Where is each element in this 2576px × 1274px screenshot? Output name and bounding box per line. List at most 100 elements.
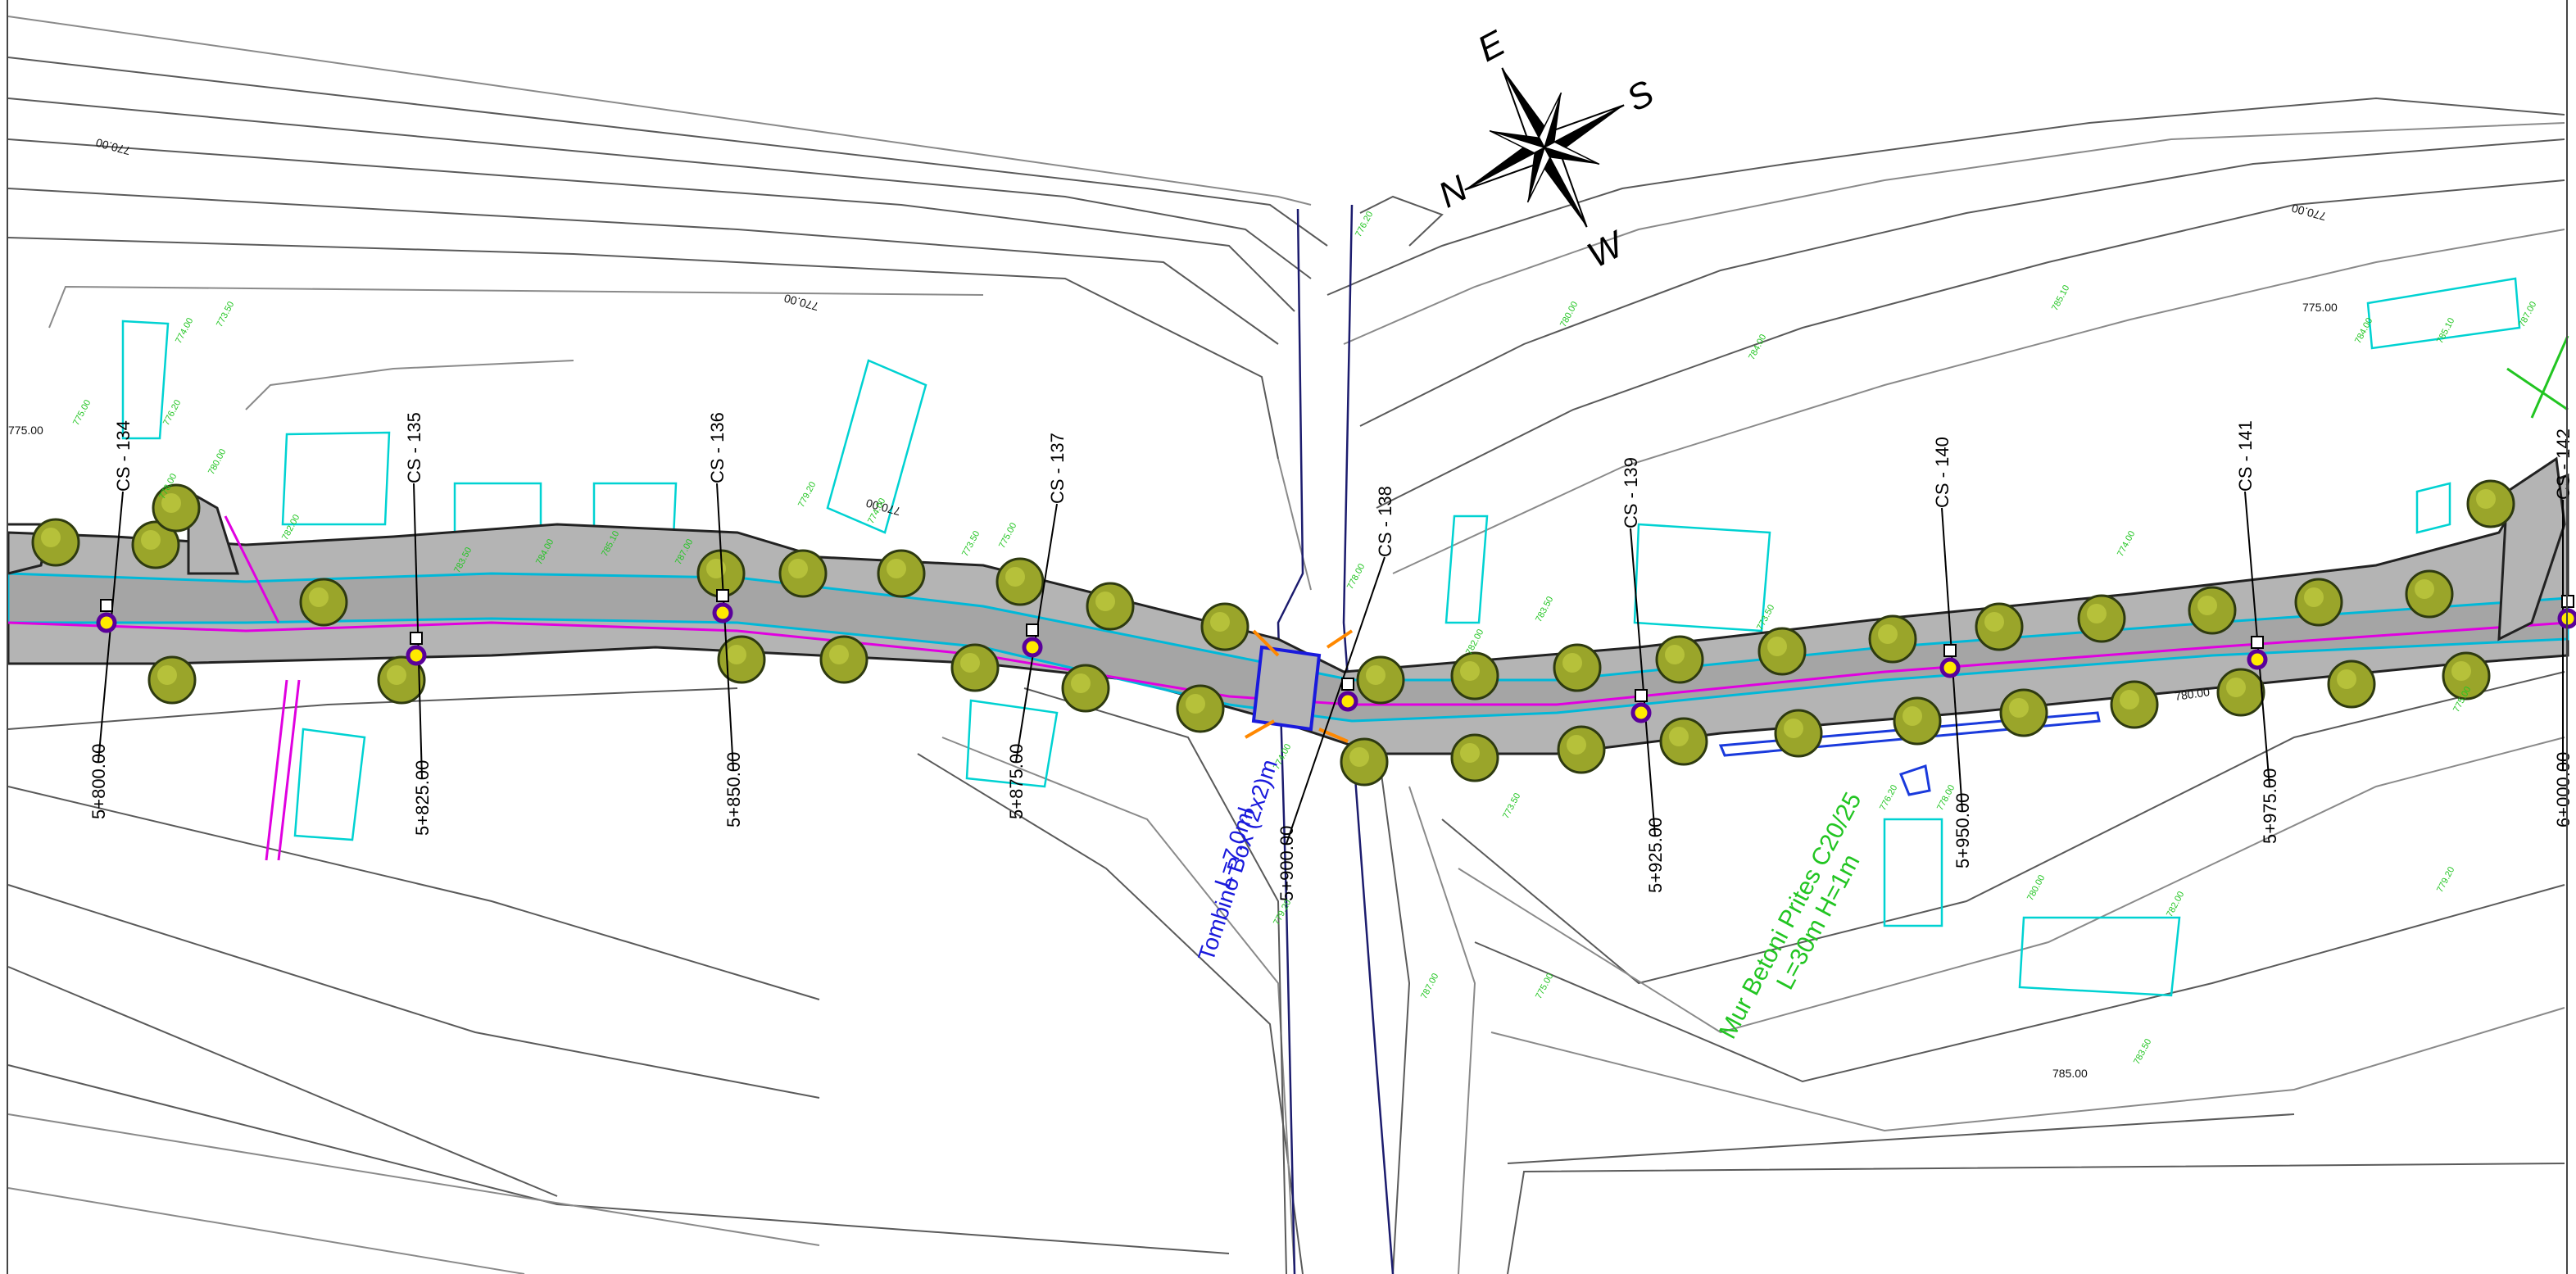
contours-south (7, 671, 2565, 1274)
spot-level-label: 782.00 (1464, 628, 1485, 656)
tree-symbol (1553, 643, 1602, 692)
cross-section-cs134[interactable]: CS - 134 5+800.00 (88, 420, 134, 819)
tree-symbol (299, 578, 348, 627)
cross-section-cs136[interactable]: CS - 136 5+850.00 (707, 412, 744, 827)
spot-level-label: 776.20 (161, 398, 183, 427)
spot-level-label: 787.00 (2517, 300, 2538, 329)
station-marker (406, 645, 427, 666)
tree-symbol (2466, 479, 2515, 528)
tree-symbol (2188, 586, 2237, 635)
station-label: 5+875.00 (1006, 744, 1027, 819)
spot-level-label: 778.00 (1345, 562, 1367, 591)
road (7, 335, 2569, 861)
culvert-box[interactable] (1245, 629, 1354, 743)
contour-label-2: 770.00 (782, 292, 820, 314)
tree-symbol (2077, 594, 2126, 643)
cross-section-label: CS - 138 (1375, 486, 1395, 557)
station-label: 5+950.00 (1952, 793, 1973, 868)
spot-level-label: 779.20 (1272, 898, 1293, 927)
compass-north: N (1432, 168, 1474, 215)
tree-symbol (2294, 578, 2343, 627)
contour-label-7: 785.00 (2052, 1067, 2088, 1080)
spot-level-label: 780.00 (206, 447, 228, 476)
station-label: 5+800.00 (88, 744, 109, 819)
compass-south: S (1620, 73, 1660, 120)
tree-symbol (1340, 737, 1389, 787)
stream-lines (1277, 204, 1395, 1274)
tree-symbol (1757, 627, 1807, 676)
cross-section-cs138[interactable]: CS - 138 5+900.00 (1277, 486, 1395, 901)
station-marker (1630, 702, 1652, 723)
spot-level-label: 774.00 (174, 316, 195, 345)
contour-label-5: 775.00 (8, 424, 43, 437)
contour-label-4: 770.00 (2290, 202, 2328, 224)
tree-symbol (1774, 709, 1823, 758)
spot-level-label: 773.50 (1501, 791, 1522, 820)
tree-symbol (1356, 655, 1405, 705)
contours-north (7, 16, 2565, 591)
spot-level-label: 787.00 (1419, 972, 1440, 1000)
tree-symbol (31, 518, 80, 567)
cross-section-label: CS - 135 (404, 412, 424, 483)
compass-east: E (1472, 23, 1512, 70)
cross-section-cs141[interactable]: CS - 141 5+975.00 (2235, 420, 2280, 844)
cross-section-label: CS - 136 (707, 412, 728, 483)
tree-symbol (1659, 717, 1708, 766)
tree-symbol (1450, 733, 1499, 782)
station-label: 5+975.00 (2260, 768, 2280, 844)
tree-symbol (377, 655, 426, 705)
station-marker (1337, 691, 1358, 712)
tree-symbol (1557, 725, 1606, 774)
spot-level-label: 782.00 (2165, 890, 2186, 918)
station-marker (2557, 608, 2576, 629)
spot-level-label: 773.50 (960, 529, 982, 558)
station-marker (712, 602, 733, 623)
tree-symbol (1655, 635, 1704, 684)
cross-section-label: CS - 141 (2235, 420, 2256, 492)
spot-level-label: 775.00 (997, 521, 1018, 550)
contour-labels: 770.00 770.00 770.00 770.00 775.00 775.0… (8, 136, 2338, 1080)
tree-symbol (1975, 602, 2024, 651)
spot-level-label: 776.20 (1354, 210, 1375, 238)
spot-level-label: 775.00 (1534, 972, 1555, 1000)
spot-level-label: 779.20 (2435, 865, 2456, 894)
spot-level-label: 785.10 (2435, 316, 2456, 345)
tree-symbol (152, 483, 201, 533)
spot-level-label: 785.10 (2050, 283, 2071, 312)
road-centerline (7, 621, 2569, 706)
tree-symbol (778, 549, 828, 598)
tree-symbol (950, 643, 1000, 692)
spot-level-label: 780.00 (2025, 873, 2047, 902)
tree-symbol (995, 557, 1045, 606)
tree-symbol (2216, 668, 2265, 717)
spot-level-label: 779.20 (796, 480, 818, 509)
contour-label-8: 780.00 (2174, 685, 2211, 703)
station-label: 5+900.00 (1277, 826, 1297, 901)
wall-annotation: Mur Betoni Prites C20/25 L=30m H=1m (1714, 788, 1866, 1043)
station-marker (1022, 637, 1043, 658)
tree-symbol (2442, 651, 2491, 700)
tree-symbol (1061, 664, 1110, 713)
retaining-wall[interactable] (1718, 711, 2101, 796)
tree-symbol (2405, 569, 2454, 619)
tree-symbol (717, 635, 766, 684)
tree-symbol (1176, 684, 1225, 733)
cross-section-label: CS - 140 (1932, 437, 1952, 508)
spot-level-label: 776.20 (1878, 783, 1899, 812)
spot-level-label: 773.50 (215, 300, 236, 329)
spot-level-label: 773.50 (1755, 603, 1776, 632)
tree-symbol (1200, 602, 1249, 651)
cross-section-label: CS - 134 (113, 420, 134, 492)
compass-west: W (1581, 223, 1632, 275)
station-label: 5+850.00 (723, 752, 744, 827)
cross-section-cs140[interactable]: CS - 140 5+950.00 (1932, 437, 1973, 868)
tree-symbol (147, 655, 197, 705)
tree-symbol (1868, 614, 1917, 664)
contour-label-1: 770.00 (94, 136, 132, 158)
tree-symbol (1893, 696, 1942, 746)
